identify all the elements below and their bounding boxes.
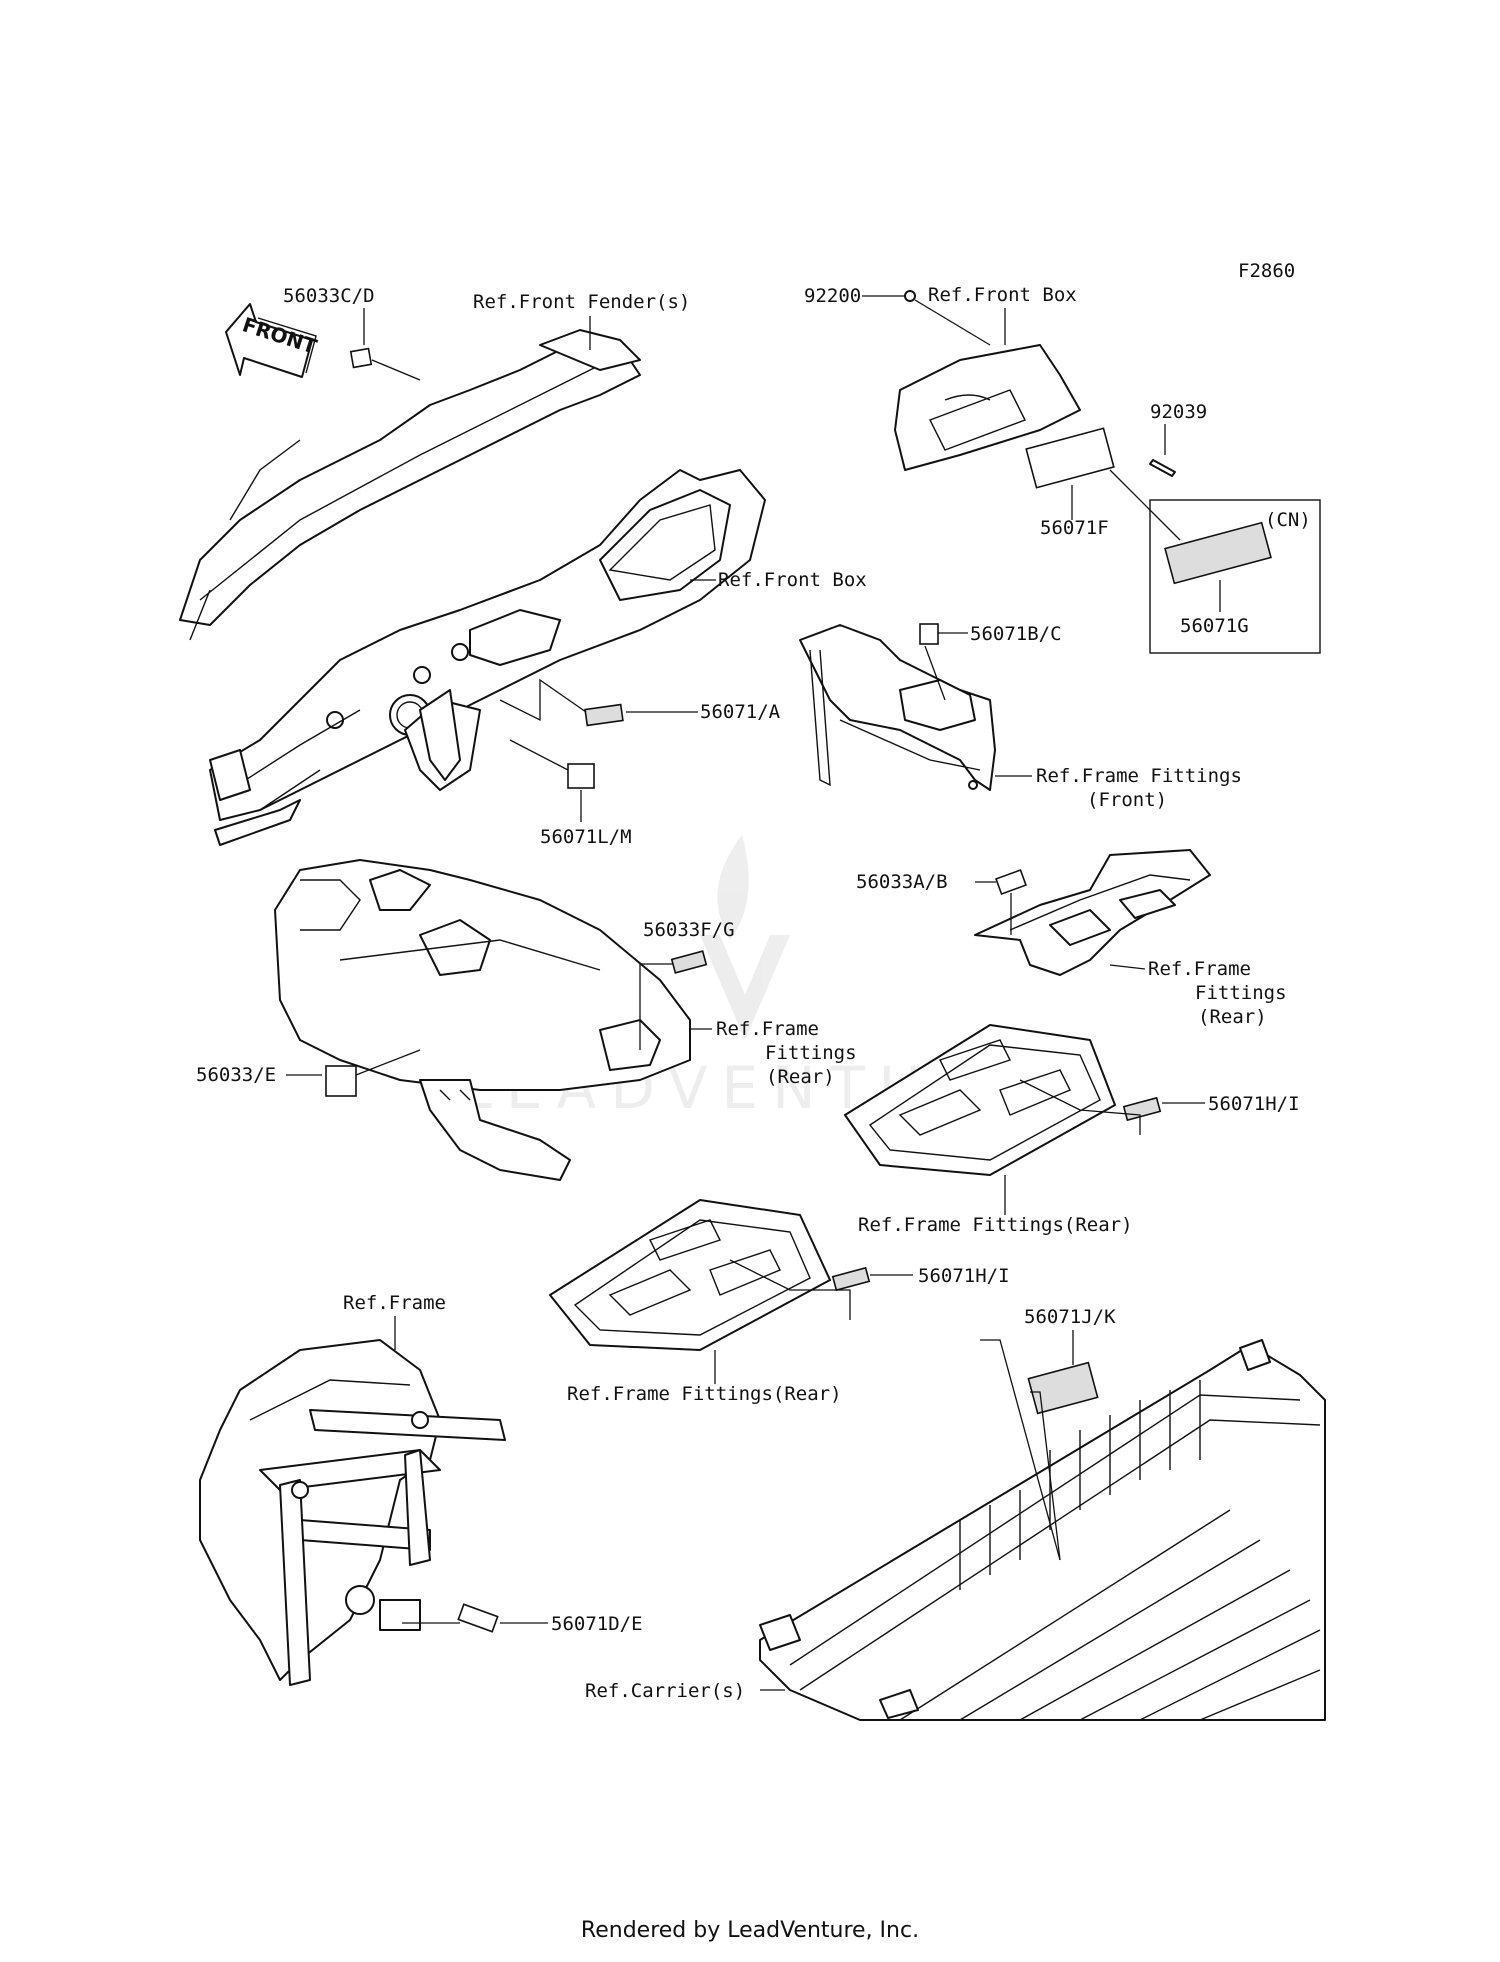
callout-56071hi-a: 56071H/I (1208, 1093, 1300, 1115)
callout-56071hi-b: 56071H/I (918, 1265, 1010, 1287)
callout-56071a: 56071/A (700, 701, 781, 723)
front-fender-assembly (179, 329, 641, 641)
front-box-lid (894, 344, 1081, 471)
label-56071hi-a (1122, 1096, 1162, 1122)
callout-ref-frame-fittings-rear-a-3: (Rear) (1198, 1006, 1267, 1028)
callout-92039: 92039 (1150, 401, 1207, 423)
dashboard-assembly (209, 469, 766, 846)
vehicle-frame (199, 1339, 506, 1686)
label-56071hi-b (831, 1266, 871, 1292)
clip-92039 (1149, 459, 1176, 477)
callout-ref-frame-fittings-front-1: Ref.Frame Fittings (1036, 765, 1242, 787)
callout-56071jk: 56071J/K (1024, 1306, 1116, 1328)
callout-ref-frame-fittings-front-2: (Front) (1087, 789, 1167, 811)
callout-ref-frame-fittings-rear-a-1: Ref.Frame (1148, 958, 1251, 980)
callout-92200: 92200 (804, 285, 861, 307)
callout-ref-front-box-b: Ref.Front Box (718, 569, 867, 591)
cn-variant-box: (CN) 56071G (1149, 499, 1321, 654)
callout-ref-front-fender: Ref.Front Fender(s) (473, 291, 690, 313)
callout-ref-frame: Ref.Frame (343, 1292, 446, 1314)
callout-ref-carrier: Ref.Carrier(s) (585, 1680, 745, 1702)
callout-56033cd: 56033C/D (283, 285, 375, 307)
label-56071bc (919, 623, 939, 645)
callout-56033fg: 56033F/G (643, 919, 735, 941)
callout-ref-frame-fittings-rear-a-2: Fittings (1195, 982, 1287, 1004)
center-console (274, 859, 691, 1181)
callout-cn: (CN) (1265, 509, 1311, 531)
front-direction-arrow: FRONT (225, 303, 320, 378)
footer-credit: Rendered by LeadVenture, Inc. (580, 1918, 920, 1943)
callout-ref-front-box-a: Ref.Front Box (928, 284, 1077, 306)
figure-code: F2860 (1238, 260, 1295, 282)
label-56071jk (1027, 1361, 1099, 1415)
label-56071de (457, 1603, 499, 1633)
label-56071a (584, 703, 624, 727)
callout-ref-frame-fittings-rear-d: Ref.Frame Fittings(Rear) (567, 1383, 842, 1405)
callout-ref-frame-fittings-rear-b-3: (Rear) (766, 1066, 835, 1088)
label-56033ab (995, 869, 1027, 895)
label-56071g (1164, 521, 1272, 585)
label-56071f (1025, 427, 1115, 489)
callout-56071f: 56071F (1040, 517, 1109, 539)
label-56033fg (670, 950, 708, 974)
frame-fittings-rear-plate (974, 849, 1211, 976)
label-56033e (325, 1065, 357, 1097)
frame-fittings-front (799, 624, 996, 791)
label-56071lm (567, 763, 595, 789)
label-56033cd (349, 347, 373, 369)
callout-ref-frame-fittings-rear-c: Ref.Frame Fittings(Rear) (858, 1214, 1133, 1236)
cargo-bed (759, 1339, 1326, 1721)
callout-56071de: 56071D/E (551, 1613, 643, 1635)
callout-56071lm: 56071L/M (540, 826, 632, 848)
rear-tray-b (549, 1199, 831, 1351)
callout-56071g: 56071G (1180, 615, 1249, 637)
washer-92200 (904, 290, 916, 302)
callout-ref-frame-fittings-rear-b-1: Ref.Frame (716, 1018, 819, 1040)
callout-ref-frame-fittings-rear-b-2: Fittings (765, 1042, 857, 1064)
callout-56033e: 56033/E (196, 1064, 276, 1086)
callout-56071bc: 56071B/C (970, 623, 1062, 645)
callout-56033ab: 56033A/B (856, 871, 948, 893)
rear-tray-a (844, 1024, 1116, 1176)
